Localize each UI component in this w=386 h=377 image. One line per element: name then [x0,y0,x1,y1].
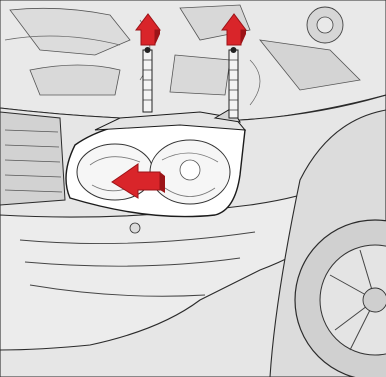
retaining-pin-left [143,47,152,112]
retaining-pin-right [229,47,238,118]
engine-compartment [0,0,386,120]
